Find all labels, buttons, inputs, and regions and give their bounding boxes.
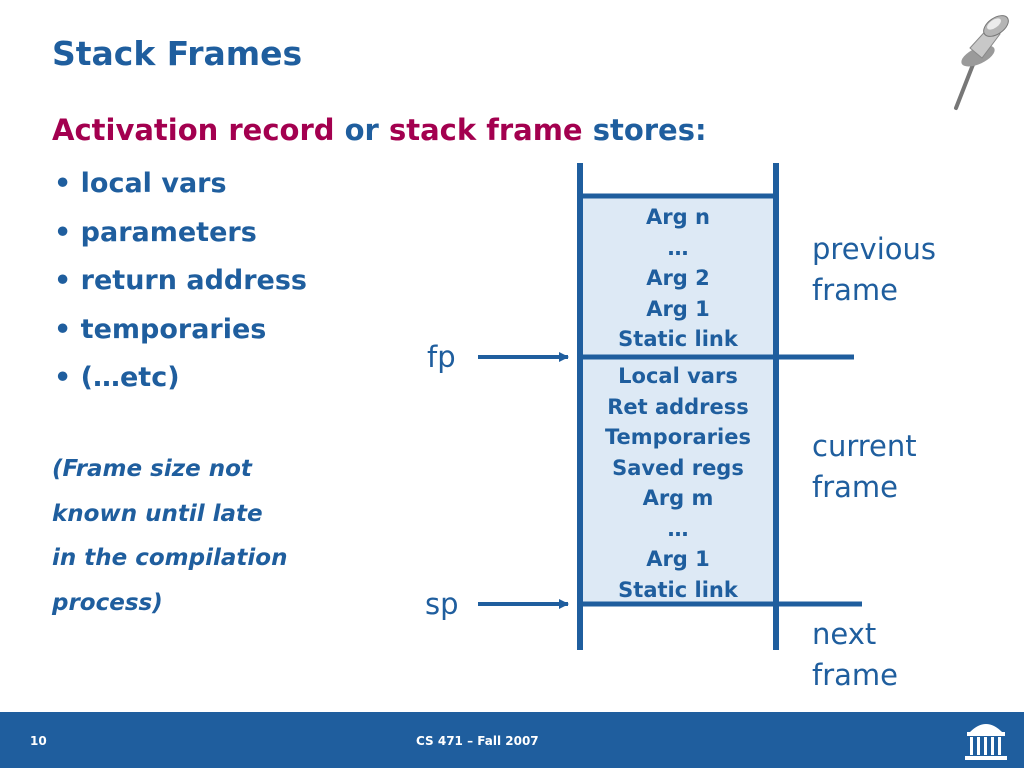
current-frame-label: current frame xyxy=(812,426,917,508)
subtitle-term-activation-record: Activation record xyxy=(52,113,335,147)
page-number: 10 xyxy=(30,734,47,748)
stack-cell: Arg n xyxy=(646,205,710,229)
stack-cell: Static link xyxy=(618,577,738,602)
course-label: CS 471 – Fall 2007 xyxy=(416,734,539,748)
label-line: frame xyxy=(812,470,898,504)
stack-cell: … xyxy=(667,516,689,541)
subtitle-term-stack-frame: stack frame xyxy=(388,113,583,147)
previous-frame-label: previous frame xyxy=(812,229,936,311)
stack-cell: Ret address xyxy=(607,394,749,419)
note-line: process) xyxy=(52,589,163,616)
label-line: frame xyxy=(812,273,898,307)
previous-frame-cells: Arg n … Arg 2 Arg 1 Static link xyxy=(583,202,773,355)
subtitle-tail: stores: xyxy=(582,113,707,147)
note-line: in the compilation xyxy=(52,545,288,571)
stack-cell: Arg 1 xyxy=(646,296,710,321)
stack-cell: … xyxy=(667,235,689,260)
stack-cell: Saved regs xyxy=(612,455,744,480)
label-line: previous xyxy=(812,232,936,266)
label-line: next xyxy=(812,617,877,651)
footer-bar: 10 CS 471 – Fall 2007 xyxy=(0,712,1024,768)
current-frame-region xyxy=(580,358,776,604)
pushpin-icon xyxy=(954,15,1009,110)
stack-cell: Arg m xyxy=(642,486,714,510)
current-frame-cells: Local vars Ret address Temporaries Saved… xyxy=(583,361,773,605)
sp-label: sp xyxy=(425,587,459,621)
bullet-item: • parameters xyxy=(54,216,257,248)
stack-cell: Arg 2 xyxy=(646,266,710,290)
note-line: known until late xyxy=(52,500,263,527)
slide-title: Stack Frames xyxy=(52,34,303,73)
next-frame-label: next frame xyxy=(812,614,898,696)
bullet-list: • local vars • parameters • return addre… xyxy=(54,166,307,409)
stack-cell: Static link xyxy=(618,327,738,351)
bullet-item: • return address xyxy=(54,265,307,296)
subtitle-connector: or xyxy=(334,113,389,147)
bullet-item: • local vars xyxy=(54,168,227,199)
slide-subtitle: Activation record or stack frame stores: xyxy=(52,113,707,147)
stack-cell: Arg 1 xyxy=(646,547,710,571)
bullet-item: • (…etc) xyxy=(54,362,180,393)
note-line: (Frame size not xyxy=(52,456,252,482)
label-line: frame xyxy=(812,658,898,692)
previous-frame-region xyxy=(580,196,776,356)
rotunda-logo-icon xyxy=(965,724,1007,760)
bullet-item: • temporaries xyxy=(54,313,267,345)
fp-label: fp xyxy=(427,340,456,374)
frame-size-note: (Frame size not known until late in the … xyxy=(52,450,287,628)
stack-cell: Local vars xyxy=(618,364,738,388)
stack-cell: Temporaries xyxy=(605,425,751,449)
stack-diagram xyxy=(478,163,862,650)
label-line: current xyxy=(812,429,917,463)
